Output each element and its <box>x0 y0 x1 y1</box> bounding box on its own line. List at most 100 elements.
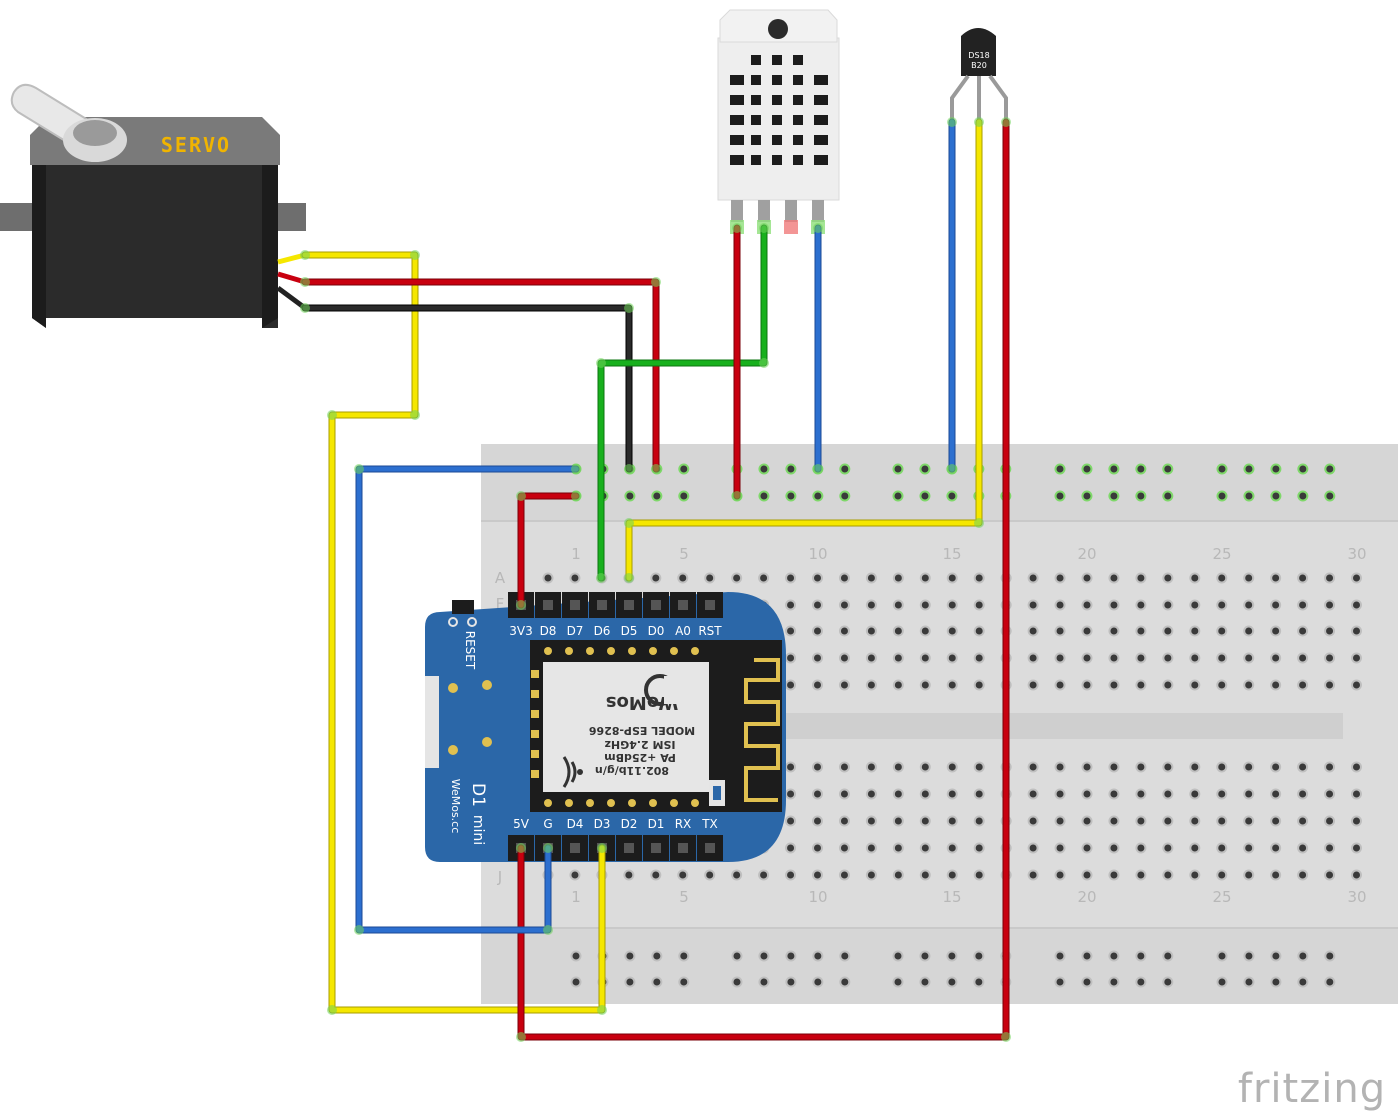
breadboard-hole[interactable] <box>1297 572 1309 584</box>
power-rail-hole[interactable] <box>1297 950 1309 962</box>
breadboard-hole[interactable] <box>1324 599 1336 611</box>
wire-endpoint[interactable] <box>516 1032 526 1042</box>
wire-endpoint[interactable] <box>354 464 364 474</box>
power-rail-hole[interactable] <box>1108 950 1120 962</box>
power-rail-hole[interactable] <box>1297 976 1309 988</box>
power-rail-hole[interactable] <box>1162 490 1174 502</box>
power-rail-hole[interactable] <box>839 463 851 475</box>
breadboard-hole[interactable] <box>1027 599 1039 611</box>
wire-endpoint[interactable] <box>1001 117 1011 127</box>
breadboard-hole[interactable] <box>1108 788 1120 800</box>
power-rail-hole[interactable] <box>1324 490 1336 502</box>
power-rail-hole[interactable] <box>1054 490 1066 502</box>
wire-endpoint[interactable] <box>974 117 984 127</box>
breadboard-hole[interactable] <box>1216 679 1228 691</box>
breadboard-hole[interactable] <box>1324 842 1336 854</box>
breadboard-hole[interactable] <box>1189 572 1201 584</box>
breadboard-hole[interactable] <box>946 572 958 584</box>
breadboard-hole[interactable] <box>569 869 581 881</box>
breadboard-hole[interactable] <box>865 599 877 611</box>
power-rail-hole[interactable] <box>1270 490 1282 502</box>
breadboard-hole[interactable] <box>919 788 931 800</box>
breadboard-hole[interactable] <box>1081 761 1093 773</box>
breadboard-hole[interactable] <box>758 869 770 881</box>
breadboard-hole[interactable] <box>1027 761 1039 773</box>
power-rail-hole[interactable] <box>785 490 797 502</box>
breadboard-hole[interactable] <box>1162 572 1174 584</box>
wire-endpoint[interactable] <box>596 358 606 368</box>
breadboard-hole[interactable] <box>838 815 850 827</box>
breadboard-hole[interactable] <box>892 869 904 881</box>
breadboard-hole[interactable] <box>1054 815 1066 827</box>
breadboard-hole[interactable] <box>973 788 985 800</box>
breadboard-hole[interactable] <box>1270 842 1282 854</box>
power-rail-hole[interactable] <box>812 490 824 502</box>
breadboard-hole[interactable] <box>1216 625 1228 637</box>
power-rail-hole[interactable] <box>919 976 931 988</box>
wire-endpoint[interactable] <box>947 464 957 474</box>
breadboard-hole[interactable] <box>838 599 850 611</box>
wire-endpoint[interactable] <box>651 277 661 287</box>
reset-button[interactable] <box>452 600 474 614</box>
breadboard-hole[interactable] <box>919 625 931 637</box>
breadboard-hole[interactable] <box>1108 869 1120 881</box>
power-rail-hole[interactable] <box>919 950 931 962</box>
breadboard-hole[interactable] <box>865 572 877 584</box>
breadboard-hole[interactable] <box>919 572 931 584</box>
wire-endpoint[interactable] <box>651 464 661 474</box>
breadboard-hole[interactable] <box>1270 815 1282 827</box>
power-rail-hole[interactable] <box>570 976 582 988</box>
breadboard-hole[interactable] <box>1297 869 1309 881</box>
breadboard-hole[interactable] <box>1270 625 1282 637</box>
breadboard-hole[interactable] <box>1324 761 1336 773</box>
power-rail-hole[interactable] <box>973 976 985 988</box>
breadboard-hole[interactable] <box>1162 679 1174 691</box>
breadboard-hole[interactable] <box>1027 788 1039 800</box>
breadboard-hole[interactable] <box>1189 869 1201 881</box>
breadboard-hole[interactable] <box>973 761 985 773</box>
power-rail-hole[interactable] <box>651 490 663 502</box>
wire-endpoint[interactable] <box>759 358 769 368</box>
breadboard-hole[interactable] <box>1027 869 1039 881</box>
power-rail-hole[interactable] <box>731 976 743 988</box>
breadboard-hole[interactable] <box>812 788 823 800</box>
breadboard-hole[interactable] <box>677 572 689 584</box>
breadboard-hole[interactable] <box>1297 652 1309 664</box>
breadboard-hole[interactable] <box>838 679 850 691</box>
wire-endpoint[interactable] <box>597 1005 607 1015</box>
breadboard-hole[interactable] <box>1243 652 1255 664</box>
breadboard-hole[interactable] <box>1054 788 1066 800</box>
power-rail-hole[interactable] <box>1270 976 1282 988</box>
power-rail-hole[interactable] <box>1108 976 1120 988</box>
power-rail-hole[interactable] <box>1324 463 1336 475</box>
breadboard-hole[interactable] <box>1216 572 1228 584</box>
breadboard-hole[interactable] <box>1054 652 1066 664</box>
breadboard-hole[interactable] <box>1162 652 1174 664</box>
power-rail-hole[interactable] <box>946 490 958 502</box>
power-rail-hole[interactable] <box>946 950 958 962</box>
breadboard-hole[interactable] <box>1297 788 1309 800</box>
breadboard-hole[interactable] <box>1216 599 1228 611</box>
power-rail-hole[interactable] <box>919 490 931 502</box>
wire-endpoint[interactable] <box>947 117 957 127</box>
power-rail-hole[interactable] <box>1324 976 1336 988</box>
breadboard-hole[interactable] <box>919 761 931 773</box>
breadboard-hole[interactable] <box>812 625 823 637</box>
breadboard-hole[interactable] <box>1054 761 1066 773</box>
breadboard-hole[interactable] <box>1216 761 1228 773</box>
breadboard-hole[interactable] <box>1351 679 1362 691</box>
breadboard-hole[interactable] <box>919 679 931 691</box>
power-rail-hole[interactable] <box>1243 950 1255 962</box>
breadboard-hole[interactable] <box>865 761 877 773</box>
breadboard-hole[interactable] <box>1135 842 1147 854</box>
wire-endpoint[interactable] <box>732 223 742 233</box>
wire-endpoint[interactable] <box>624 518 634 528</box>
breadboard-hole[interactable] <box>1081 788 1093 800</box>
wire-endpoint[interactable] <box>571 491 581 501</box>
power-rail-hole[interactable] <box>1135 950 1147 962</box>
breadboard-hole[interactable] <box>1054 679 1066 691</box>
breadboard-hole[interactable] <box>1135 599 1147 611</box>
breadboard-hole[interactable] <box>1108 842 1120 854</box>
power-rail-hole[interactable] <box>839 976 851 988</box>
breadboard-hole[interactable] <box>812 842 823 854</box>
